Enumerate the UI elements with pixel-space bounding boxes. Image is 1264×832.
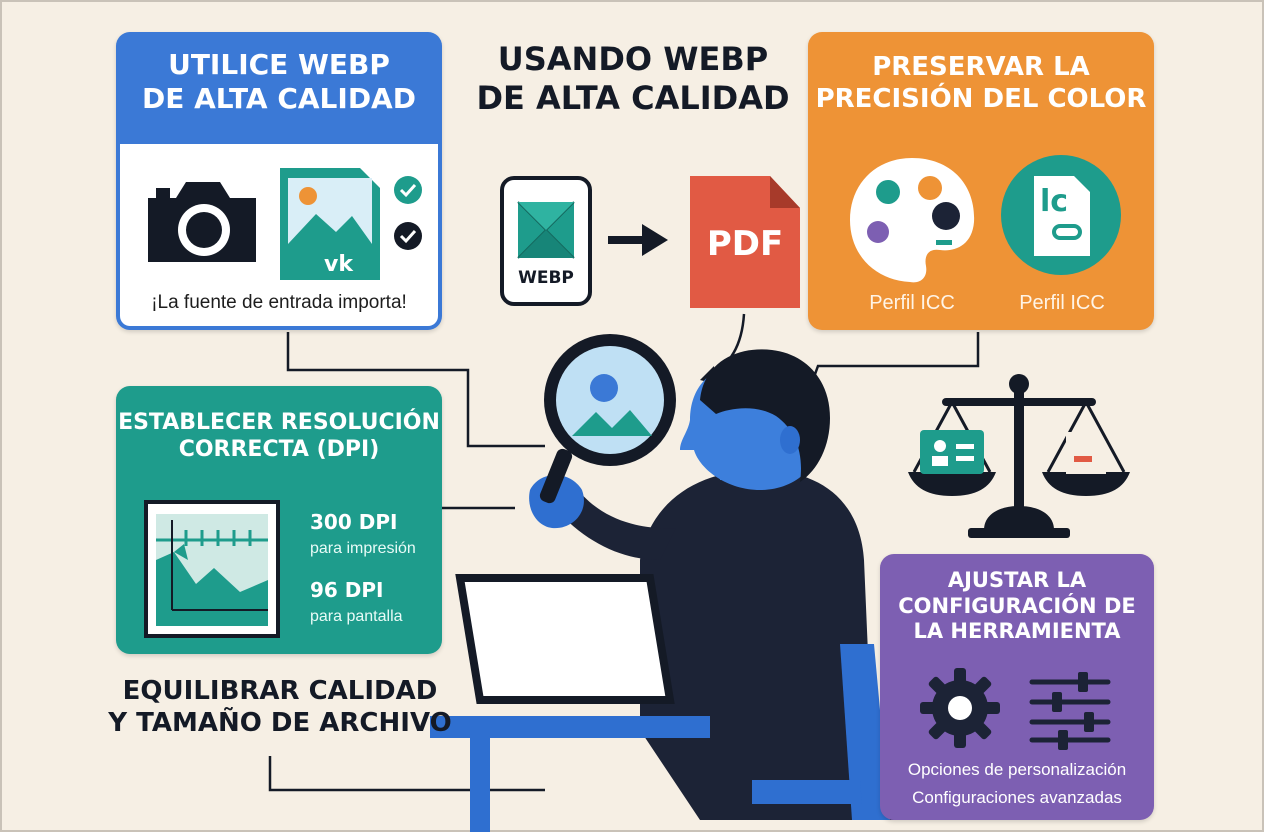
pdf-file-icon <box>690 176 800 308</box>
card-settings-title-line1: AJUSTAR LA <box>947 568 1087 592</box>
webp-label: WEBP <box>518 268 574 288</box>
balance-title: EQUILIBRAR CALIDAD Y TAMAÑO DE ARCHIVO <box>100 676 460 739</box>
camera-icon <box>148 182 256 262</box>
card-settings-title-line3: LA HERRAMIENTA <box>913 619 1121 644</box>
card-webp-body: vk ¡La fuente de entrada importa! <box>120 144 438 326</box>
card-dpi-title-line1: ESTABLECER RESOLUCIÓN <box>118 410 440 435</box>
card-webp-title-line1: UTILICE WEBP <box>168 48 390 81</box>
main-title: USANDO WEBP DE ALTA CALIDAD <box>468 40 798 118</box>
icc-profile-icon <box>1001 155 1121 275</box>
main-title-line2: DE ALTA CALIDAD <box>476 79 790 118</box>
balance-title-line2: Y TAMAÑO DE ARCHIVO <box>108 707 452 738</box>
icc-icon-text: lc <box>1040 184 1069 219</box>
card-webp-title: UTILICE WEBP DE ALTA CALIDAD <box>116 48 442 116</box>
magnifier-icon <box>539 334 676 504</box>
card-webp-title-line2: DE ALTA CALIDAD <box>142 82 416 116</box>
dpi-screen-value: 96 DPI <box>310 578 384 602</box>
card-color-title: PRESERVAR LA PRECISIÓN DEL COLOR <box>808 52 1154 115</box>
icc-label-right: Perfil ICC <box>1019 292 1105 314</box>
card-webp-caption: ¡La fuente de entrada importa! <box>151 292 407 313</box>
card-set-resolution: ESTABLECER RESOLUCIÓN CORRECTA (DPI) 300… <box>116 386 442 654</box>
gear-icon <box>920 668 1000 748</box>
card-use-quality-webp: UTILICE WEBP DE ALTA CALIDAD vk ¡La fuen… <box>116 32 442 330</box>
main-title-line1: USANDO WEBP <box>497 40 769 78</box>
card-color-title-line1: PRESERVAR LA <box>872 52 1090 82</box>
dpi-print-label: para impresión <box>310 540 416 557</box>
webp-file-icon <box>500 176 592 306</box>
chair-illustration <box>752 644 890 820</box>
resolution-chart-icon <box>144 500 280 638</box>
connector-color-card <box>808 332 980 389</box>
card-dpi-title-line2: CORRECTA (DPI) <box>178 436 380 462</box>
connector-webp-card <box>286 332 545 448</box>
dpi-screen-label: para pantalla <box>310 608 403 625</box>
laptop-illustration <box>430 574 710 832</box>
dpi-print-value: 300 DPI <box>310 510 398 534</box>
pdf-label: PDF <box>706 224 784 264</box>
connector-balance <box>268 756 545 792</box>
card-dpi-title: ESTABLECER RESOLUCIÓN CORRECTA (DPI) <box>116 410 442 464</box>
card-color-title-line2: PRECISIÓN DEL COLOR <box>815 83 1147 114</box>
image-badge: vk <box>324 252 353 277</box>
balance-title-line1: EQUILIBRAR CALIDAD <box>122 676 438 706</box>
convert-arrow <box>608 224 668 256</box>
color-palette-icon <box>850 158 975 283</box>
check-icon-bottom <box>394 222 422 250</box>
card-tool-settings: AJUSTAR LA CONFIGURACIÓN DE LA HERRAMIEN… <box>880 554 1154 820</box>
card-color-precision: PRESERVAR LA PRECISIÓN DEL COLOR lc Perf… <box>808 32 1154 330</box>
card-settings-title-line2: CONFIGURACIÓN DE <box>898 593 1136 618</box>
card-settings-title: AJUSTAR LA CONFIGURACIÓN DE LA HERRAMIEN… <box>880 568 1154 645</box>
image-file-icon <box>280 168 380 280</box>
sliders-icon <box>1029 672 1111 750</box>
scale-icon <box>908 374 1130 538</box>
settings-option-2: Configuraciones avanzadas <box>912 788 1122 807</box>
check-icon-top <box>394 176 422 204</box>
settings-option-1: Opciones de personalización <box>907 760 1127 779</box>
icc-label-left: Perfil ICC <box>869 292 955 314</box>
